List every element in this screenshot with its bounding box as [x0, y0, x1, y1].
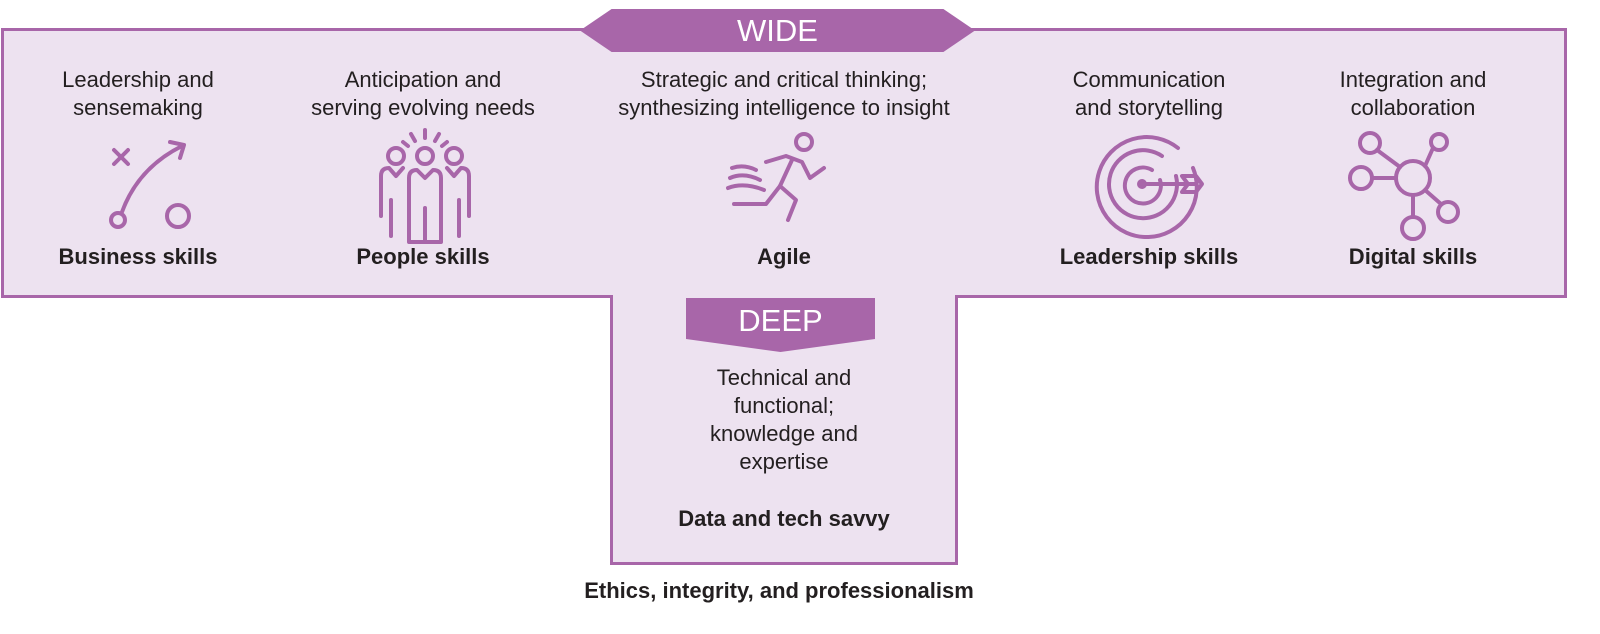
desc-line: Communication — [1072, 67, 1226, 92]
desc-line: and storytelling — [1075, 95, 1223, 120]
strategy-play-icon — [109, 140, 191, 229]
leadership-skills-label: Leadership skills — [1059, 244, 1239, 269]
data-tech-savvy-label: Data and tech savvy — [678, 506, 890, 531]
desc-line: functional; — [733, 393, 835, 418]
desc-line: collaboration — [1350, 95, 1476, 120]
desc-line: Technical and — [716, 365, 852, 390]
footer-caption: Ethics, integrity, and professionalism — [584, 578, 974, 603]
wide-banner: WIDE — [580, 9, 975, 52]
business-skills-label: Business skills — [58, 244, 218, 269]
people-skills-description: Anticipation and serving evolving needs — [311, 66, 535, 122]
desc-line: Strategic and critical thinking; — [640, 67, 928, 92]
desc-line: Integration and — [1339, 67, 1487, 92]
agile-label: Agile — [757, 244, 811, 269]
digital-skills-description: Integration and collaboration — [1340, 66, 1487, 122]
desc-line: synthesizing intelligence to insight — [618, 95, 950, 120]
deep-description: Technical and functional; knowledge and … — [710, 364, 858, 476]
leadership-skills-description: Communication and storytelling — [1073, 66, 1226, 122]
running-person-icon — [726, 132, 826, 222]
agile-description: Strategic and critical thinking; synthes… — [618, 66, 949, 122]
desc-line: Leadership and — [62, 67, 214, 92]
people-group-icon — [379, 128, 471, 244]
desc-line: expertise — [739, 449, 829, 474]
panel-join — [613, 292, 955, 300]
digital-skills-label: Digital skills — [1348, 244, 1478, 269]
target-arrow-icon — [1094, 135, 1204, 240]
wide-skills-panel — [1, 28, 1567, 298]
network-nodes-icon — [1348, 131, 1460, 241]
desc-line: knowledge and — [709, 421, 859, 446]
people-skills-label: People skills — [356, 244, 490, 269]
desc-line: sensemaking — [73, 95, 203, 120]
desc-line: Anticipation and — [344, 67, 502, 92]
desc-line: serving evolving needs — [311, 95, 535, 120]
business-skills-description: Leadership and sensemaking — [62, 66, 214, 122]
deep-banner: DEEP — [686, 298, 875, 352]
